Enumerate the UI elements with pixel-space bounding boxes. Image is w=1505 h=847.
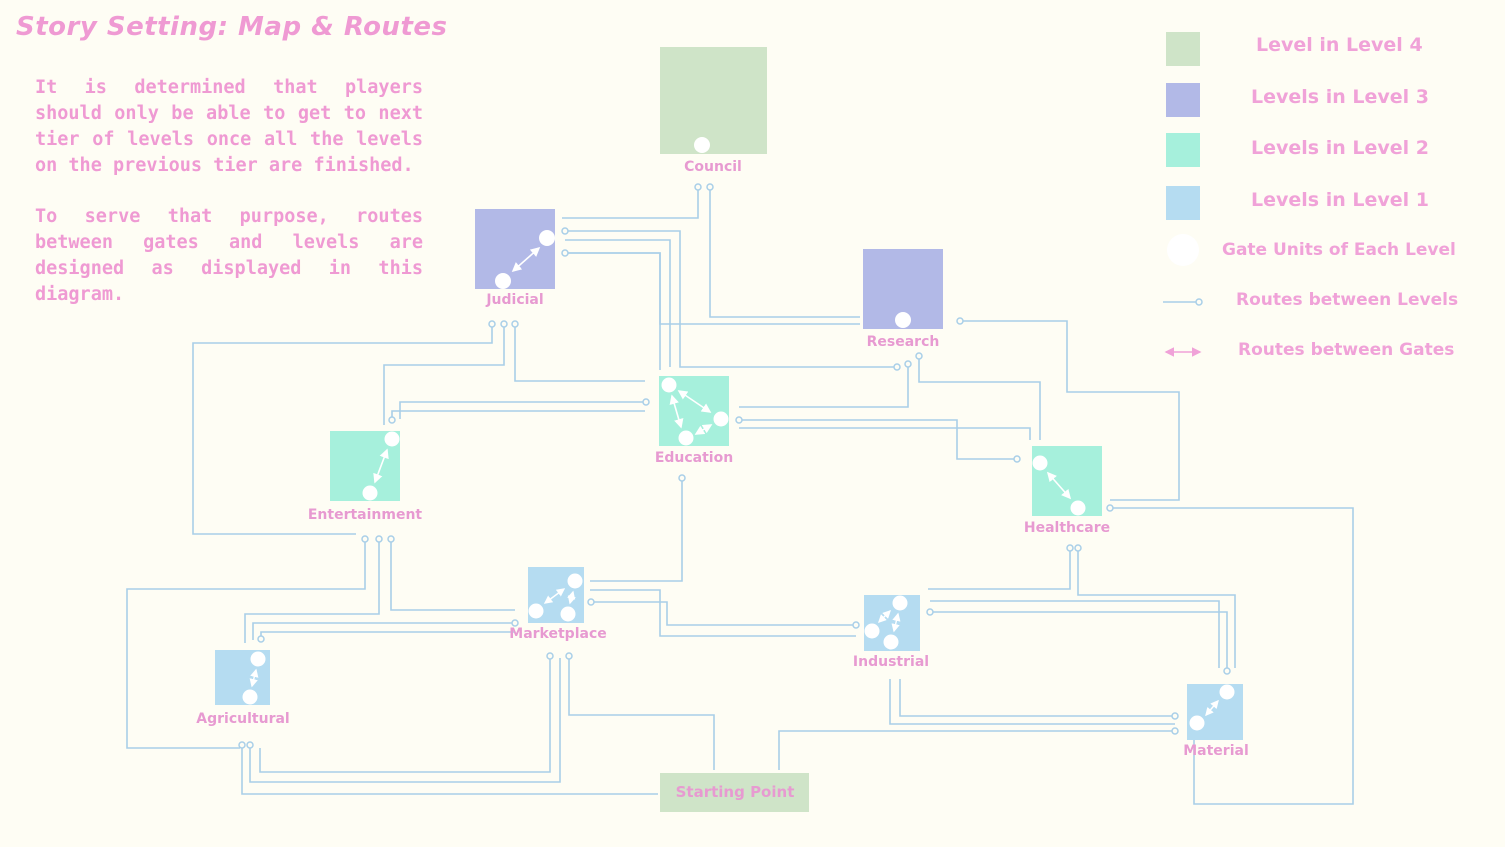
gate-route-arrow	[677, 390, 712, 413]
legend-gate-swatch	[1167, 234, 1199, 266]
legend-gates-label: Gate Units of Each Level	[1222, 240, 1456, 260]
node-label-education: Education	[655, 450, 733, 466]
node-label-entertainment: Entertainment	[308, 507, 423, 523]
node-material[interactable]: Material	[1183, 684, 1249, 759]
gate-unit	[242, 689, 258, 705]
gate-unit	[1032, 455, 1048, 471]
gate-route-arrow	[511, 246, 541, 273]
node-starting-point[interactable]: Starting Point	[660, 773, 809, 812]
description-paragraph-2: To serve that purpose, routes between ga…	[35, 206, 423, 305]
gate-unit	[883, 634, 899, 650]
gate-unit	[661, 377, 677, 393]
node-council[interactable]: Council	[660, 47, 767, 175]
legend-level2-label: Levels in Level 2	[1251, 137, 1429, 159]
node-label-starting-point: Starting Point	[676, 783, 795, 801]
node-label-agricultural: Agricultural	[196, 711, 289, 727]
level-routes	[126, 190, 1354, 805]
gate-unit	[1070, 500, 1086, 516]
gate-unit	[250, 651, 266, 667]
gate-unit	[678, 430, 694, 446]
node-research[interactable]: Research	[863, 249, 943, 350]
node-label-marketplace: Marketplace	[509, 626, 606, 642]
gate-route-arrow	[567, 590, 576, 605]
node-label-healthcare: Healthcare	[1024, 520, 1110, 536]
gate-unit	[1189, 715, 1205, 731]
gate-unit	[362, 485, 378, 501]
gate-route-arrow	[1046, 471, 1072, 500]
gate-unit	[895, 312, 911, 328]
gate-unit	[694, 137, 710, 153]
legend-level2-swatch	[1166, 133, 1200, 167]
gate-unit	[1219, 684, 1235, 700]
gate-route-arrow	[373, 448, 389, 484]
legend-level3-swatch	[1166, 83, 1200, 117]
gate-route-arrow	[694, 424, 713, 435]
node-label-material: Material	[1183, 743, 1249, 759]
gate-unit	[384, 431, 400, 447]
gate-unit	[864, 623, 880, 639]
gate-route-arrow	[878, 610, 891, 623]
legend-routes-gates-label: Routes between Gates	[1238, 340, 1455, 360]
node-label-research: Research	[867, 334, 940, 350]
node-agricultural[interactable]: Agricultural	[196, 650, 290, 727]
gate-unit	[892, 595, 908, 611]
gate-route-arrow	[891, 612, 901, 633]
node-label-industrial: Industrial	[853, 654, 929, 670]
legend-level1-swatch	[1166, 186, 1200, 220]
legend-routes-levels-label: Routes between Levels	[1236, 290, 1459, 310]
route-endpoints	[238, 183, 1231, 749]
gate-route-arrow	[1205, 699, 1219, 717]
gate-unit	[495, 273, 511, 289]
gate-route-arrow	[249, 668, 259, 688]
legend-level1-label: Levels in Level 1	[1251, 189, 1429, 211]
node-judicial[interactable]: Judicial	[475, 209, 555, 308]
gate-unit	[528, 603, 544, 619]
legend-level4-label: Level in Level 4	[1256, 34, 1423, 56]
gate-route-arrow	[543, 588, 566, 604]
node-education[interactable]: Education	[655, 376, 733, 466]
gate-unit	[539, 230, 555, 246]
legend-level3-label: Levels in Level 3	[1251, 86, 1429, 108]
node-healthcare[interactable]: Healthcare	[1024, 446, 1110, 536]
legend-level4-swatch	[1166, 32, 1200, 66]
node-marketplace[interactable]: Marketplace	[509, 567, 607, 642]
page-title: Story Setting: Map & Routes	[16, 12, 448, 42]
gate-unit	[560, 606, 576, 622]
gate-unit	[713, 411, 729, 427]
node-label-council: Council	[684, 159, 742, 175]
description-paragraph-1: It is determined that players should onl…	[35, 77, 423, 176]
node-industrial[interactable]: Industrial	[853, 595, 929, 670]
node-label-judicial: Judicial	[485, 292, 543, 308]
gate-route-arrow	[669, 394, 684, 429]
node-entertainment[interactable]: Entertainment	[308, 431, 423, 523]
legend-symbols	[1163, 234, 1203, 357]
gate-unit	[567, 573, 583, 589]
